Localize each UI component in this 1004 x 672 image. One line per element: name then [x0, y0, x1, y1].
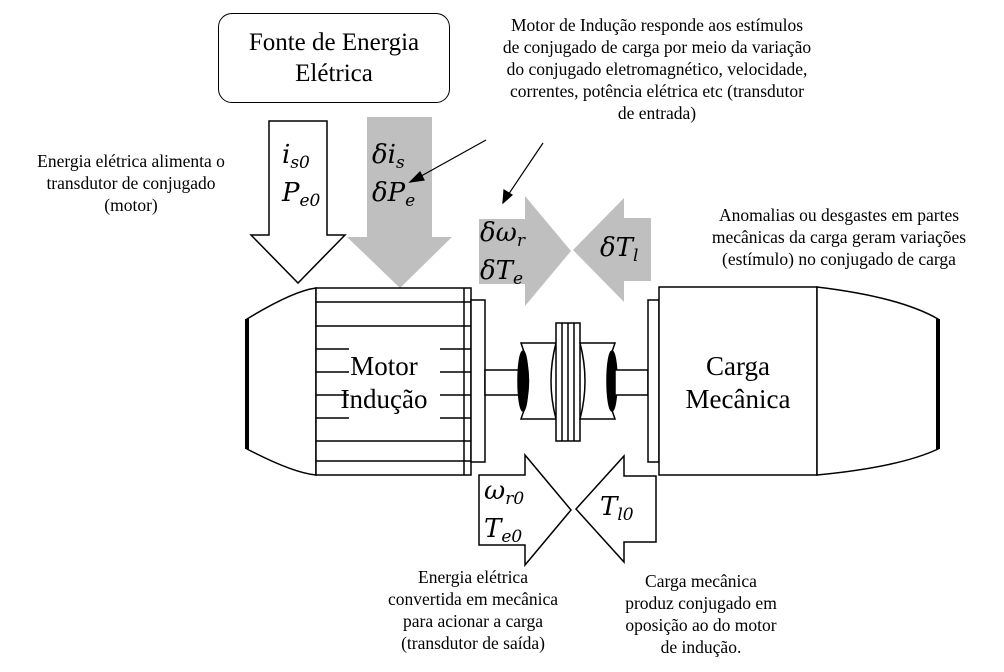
motor-white-arrow-label: ωr0 Te0: [484, 476, 525, 547]
motor-body: [245, 287, 486, 476]
motor-gray-arrow-label: δωr δTe: [480, 218, 525, 289]
load-white-arrow-label: Tl0: [600, 492, 634, 525]
source-white-arrow: [249, 120, 347, 285]
load-anomalies-note: Anomalias ou desgastes em partes mecânic…: [711, 205, 967, 269]
energy-feeds-note: Energia elétrica alimenta o transdutor d…: [37, 151, 225, 215]
coupling: [484, 322, 649, 442]
motor-gray-arrow: [479, 196, 571, 306]
motor-response-note: Motor de Indução responde aos estímulos …: [502, 15, 812, 123]
load-gray-arrow: [573, 198, 651, 302]
source-box: Fonte de Energia Elétrica: [218, 13, 450, 103]
annotation-pointers: [408, 139, 544, 205]
load-label: Carga Mecânica: [685, 351, 791, 414]
load-gray-arrow-label: δTl: [600, 233, 639, 266]
load-opposes-note: Carga mecânica produz conjugado em oposi…: [625, 571, 777, 657]
motor-white-arrow: [478, 452, 572, 568]
source-box-label: Fonte de Energia Elétrica: [248, 29, 420, 87]
load-body: [647, 286, 940, 476]
motor-label: Motor Indução: [340, 351, 428, 414]
load-white-arrow: [574, 454, 657, 564]
source-gray-arrow-label: δis δPe: [372, 140, 416, 211]
source-gray-arrow: [347, 117, 452, 288]
source-white-arrow-label: is0 Pe0: [282, 140, 321, 211]
energy-converted-note: Energia elétrica convertida em mecânica …: [387, 567, 559, 653]
